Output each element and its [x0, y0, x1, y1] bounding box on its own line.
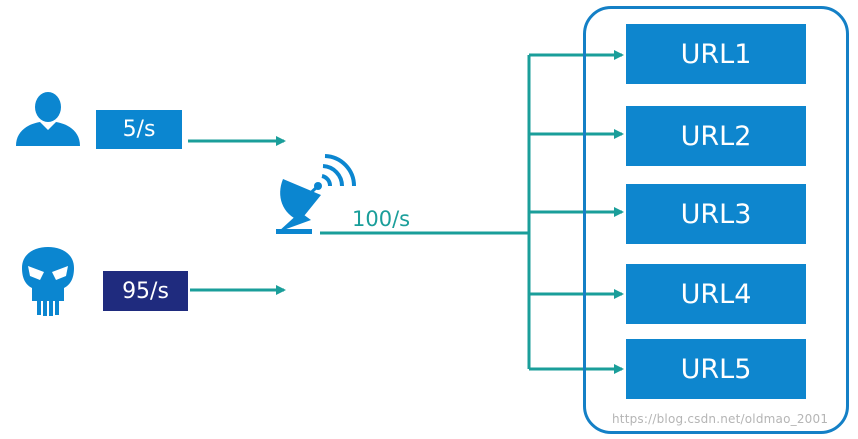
gateway-rate-label: 100/s — [352, 207, 411, 231]
url-box-1: URL1 — [626, 24, 806, 84]
url-box-2: URL2 — [626, 106, 806, 166]
user-icon — [16, 92, 80, 146]
url-box-4: URL4 — [626, 264, 806, 324]
url-box-3: URL3 — [626, 184, 806, 244]
user-rate-label: 5/s — [96, 110, 182, 149]
watermark-text: https://blog.csdn.net/oldmao_2001 — [612, 412, 829, 426]
skull-icon — [22, 247, 74, 316]
attacker-rate-label: 95/s — [103, 271, 188, 311]
url-group-container — [583, 6, 849, 434]
satellite-dish-icon — [276, 154, 356, 234]
url-box-5: URL5 — [626, 339, 806, 399]
url-branch-arrows — [529, 50, 624, 374]
